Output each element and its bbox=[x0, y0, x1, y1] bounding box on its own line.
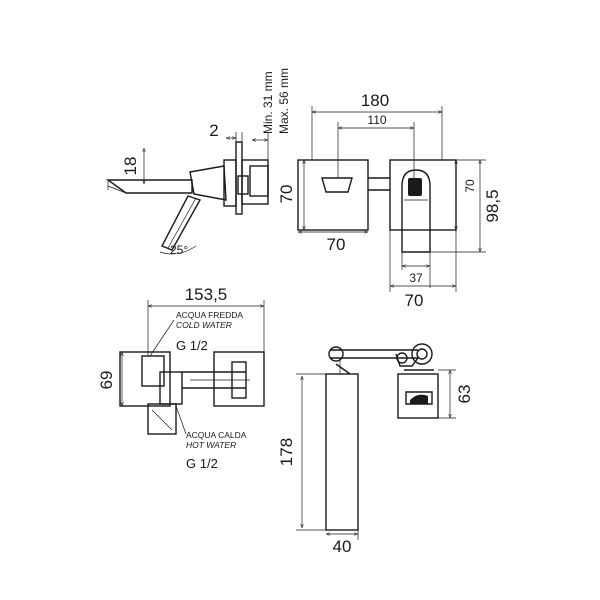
side-wall-plate bbox=[223, 141, 269, 215]
top-valve-body bbox=[141, 355, 183, 435]
dim-178: 178 bbox=[277, 373, 326, 531]
dim-70-left-v-label: 70 bbox=[277, 185, 296, 204]
dim-98-5: 98,5 bbox=[430, 159, 502, 253]
dim-40: 40 bbox=[326, 530, 359, 556]
body-column bbox=[325, 360, 359, 531]
dim-depth-range: Min. 31 mm Max. 56 mm bbox=[252, 68, 291, 160]
top-right-plate bbox=[213, 351, 265, 407]
dim-110: 110 bbox=[337, 113, 415, 178]
hot-thread: G 1/2 bbox=[186, 456, 218, 471]
dim-37-label: 37 bbox=[409, 271, 423, 285]
cold-water-note: ACQUA FREDDA COLD WATER G 1/2 bbox=[149, 310, 243, 357]
dim-2-label: 2 bbox=[209, 121, 218, 140]
dim-18-label: 18 bbox=[121, 157, 140, 176]
top-left-plate bbox=[119, 351, 171, 407]
cold-label-it: ACQUA FREDDA bbox=[176, 310, 243, 320]
cold-label-en: COLD WATER bbox=[176, 320, 232, 330]
dim-70-right-horizontal: 70 bbox=[389, 230, 457, 310]
dim-depth-max: Max. 56 mm bbox=[277, 68, 291, 134]
dim-69: 69 bbox=[97, 352, 122, 406]
dim-110-label: 110 bbox=[367, 113, 386, 127]
dim-63: 63 bbox=[438, 369, 474, 419]
body-plate bbox=[397, 369, 439, 419]
front-left-plate bbox=[297, 159, 369, 231]
dim-70-right-h-label: 70 bbox=[405, 291, 424, 310]
hot-label-en: HOT WATER bbox=[186, 440, 236, 450]
dim-153-5-label: 153,5 bbox=[185, 285, 228, 304]
dim-63-label: 63 bbox=[455, 385, 474, 404]
dim-70-left-vertical: 70 bbox=[277, 160, 304, 230]
front-view: 180 110 70 70 70 98,5 bbox=[277, 91, 502, 310]
hot-water-note: ACQUA CALDA HOT WATER G 1/2 bbox=[175, 405, 247, 471]
dim-180: 180 bbox=[311, 91, 443, 160]
side-view: 18 25° 2 Min. 31 mm Max. 56 mm bbox=[105, 68, 291, 257]
dim-2: 2 bbox=[209, 121, 243, 148]
dim-70-left-h-label: 70 bbox=[327, 235, 346, 254]
dim-70-right-vertical: 70 bbox=[456, 160, 477, 230]
body-lever bbox=[328, 343, 433, 367]
dim-70-right-v-label: 70 bbox=[463, 179, 477, 193]
dim-depth-min: Min. 31 mm bbox=[261, 71, 275, 134]
dim-angle: 25° bbox=[159, 243, 197, 257]
dim-70-left-horizontal: 70 bbox=[298, 232, 368, 254]
front-connector bbox=[368, 177, 390, 191]
dim-153-5: 153,5 bbox=[147, 285, 265, 356]
dim-98-5-label: 98,5 bbox=[483, 189, 502, 222]
dim-18: 18 bbox=[121, 148, 150, 184]
dim-178-label: 178 bbox=[277, 438, 296, 466]
side-spout bbox=[105, 165, 227, 201]
dim-180-label: 180 bbox=[361, 91, 389, 110]
cold-thread: G 1/2 bbox=[176, 338, 208, 353]
dim-37: 37 bbox=[401, 252, 431, 288]
dim-angle-label: 25° bbox=[170, 243, 188, 257]
body-view: 178 40 63 bbox=[277, 343, 474, 556]
front-spout-outlet bbox=[408, 178, 422, 196]
top-view: 153,5 69 ACQUA FREDDA COLD WATER G 1/2 A… bbox=[97, 285, 265, 471]
front-right-plate bbox=[389, 159, 457, 253]
dim-40-label: 40 bbox=[333, 537, 352, 556]
dim-69-label: 69 bbox=[97, 371, 116, 390]
side-lever bbox=[161, 195, 202, 251]
hot-label-it: ACQUA CALDA bbox=[186, 430, 247, 440]
top-pipe bbox=[182, 361, 250, 399]
